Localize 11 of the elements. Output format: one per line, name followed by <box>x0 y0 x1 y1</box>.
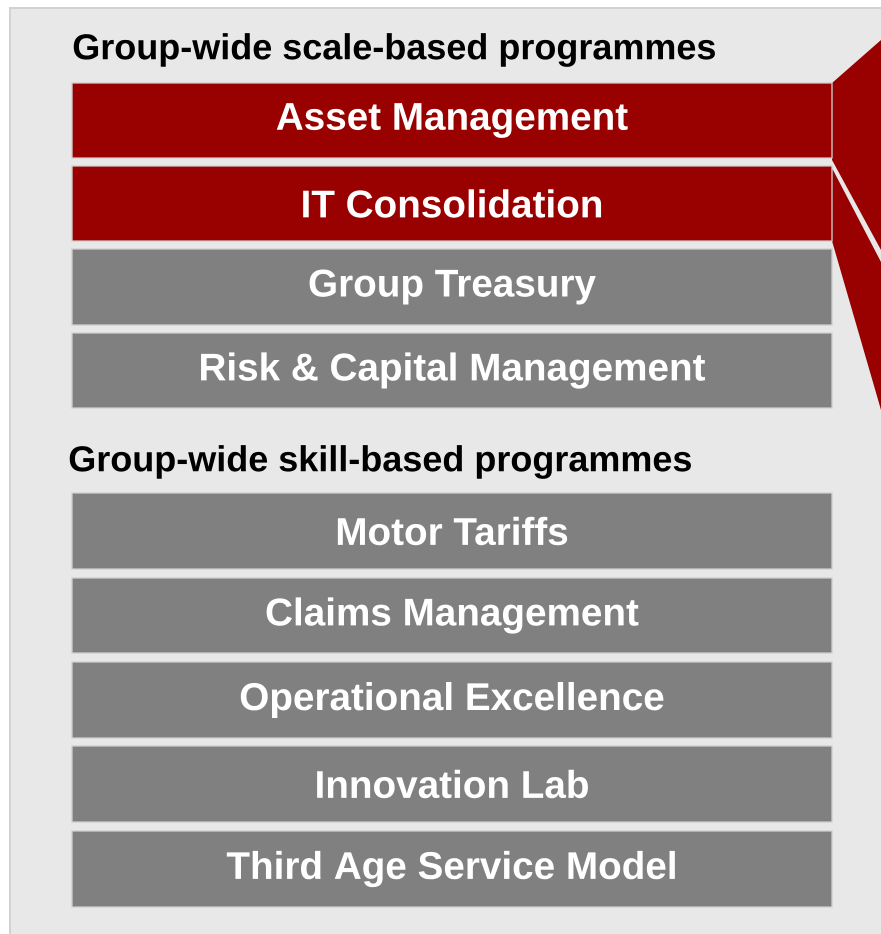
programme-box: Claims Management <box>71 577 833 654</box>
programme-box: Group Treasury <box>71 248 833 326</box>
section-heading: Group-wide scale-based programmes <box>74 33 715 67</box>
programme-box: Operational Excellence <box>71 661 833 739</box>
programme-box: Risk & Capital Management <box>71 332 833 409</box>
programme-box: Asset Management <box>71 82 833 159</box>
programme-box: Innovation Lab <box>71 745 833 823</box>
programme-box: Motor Tariffs <box>71 492 833 570</box>
section-heading: Group-wide skill-based programmes <box>70 445 691 479</box>
programme-box: Third Age Service Model <box>71 830 833 908</box>
programme-box: IT Consolidation <box>71 165 833 242</box>
